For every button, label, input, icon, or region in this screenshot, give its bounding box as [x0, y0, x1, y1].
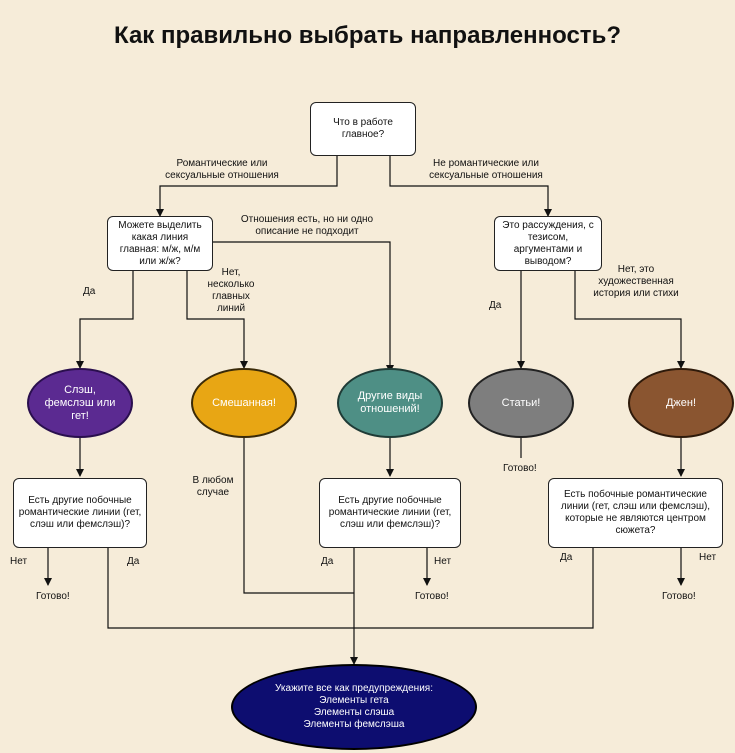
- result-slash-text: Слэш, фемслэш или гет!: [44, 383, 116, 422]
- final-warnings: Укажите все как предупреждения: Элементы…: [231, 664, 477, 750]
- edge-label-yes: Да: [489, 300, 502, 311]
- question-main-line-text: Можете выделить какая линия главная: м/ж…: [118, 219, 202, 267]
- edge-label-no: Нет: [10, 556, 28, 567]
- edge-start-to-essay: [389, 156, 552, 217]
- question-side-lines-2: Есть другие побочные романтические линии…: [319, 478, 461, 548]
- result-articles-text: Статьи!: [501, 396, 541, 409]
- edge-label-any-case: В любом случае: [192, 475, 234, 498]
- start-node: Что в работе главное?: [310, 102, 416, 156]
- start-node-text: Что в работе главное?: [333, 117, 393, 140]
- edge-label-yes: Да: [127, 556, 140, 567]
- page-title: Как правильно выбрать направленность?: [114, 22, 621, 49]
- result-articles: Статьи!: [468, 368, 574, 438]
- edge-mixed-to-final: [243, 438, 354, 594]
- edge-label-yes: Да: [321, 556, 334, 567]
- result-mixed: Смешанная!: [191, 368, 297, 438]
- edge-label-no-several: Нет, несколько главных линий: [207, 267, 255, 314]
- question-side-lines-3-text: Есть побочные романтические линии (гет, …: [560, 489, 711, 536]
- result-gen-text: Джен!: [665, 396, 697, 409]
- edge-essay-to-gen: [574, 271, 685, 369]
- done-label: Готово!: [662, 591, 696, 602]
- question-essay: Это рассуждения, с тезисом, аргументами …: [494, 216, 602, 271]
- edge-label-yes: Да: [560, 552, 573, 563]
- question-side-lines-2-text: Есть другие побочные романтические линии…: [328, 495, 452, 530]
- edge-label-no: Нет: [699, 552, 717, 563]
- edge-label-romantic: Романтические или сексуальные отношения: [165, 158, 279, 181]
- done-label: Готово!: [36, 591, 70, 602]
- question-essay-text: Это рассуждения, с тезисом, аргументами …: [502, 219, 594, 267]
- result-other-text: Другие виды отношений!: [357, 390, 423, 415]
- result-other: Другие виды отношений!: [337, 368, 443, 438]
- final-warnings-title: Укажите все как предупреждения:: [275, 683, 433, 694]
- done-label: Готово!: [415, 591, 449, 602]
- result-mixed-text: Смешанная!: [212, 396, 276, 409]
- edge-line-to-slash: [76, 271, 134, 369]
- edge-side1-yes: [107, 548, 354, 629]
- edge-line-to-mixed: [186, 271, 248, 369]
- result-slash: Слэш, фемслэш или гет!: [27, 368, 133, 438]
- done-label-articles: Готово!: [503, 463, 537, 474]
- edge-label-no-art: Нет, это художественная история или стих…: [593, 264, 679, 299]
- question-side-lines-3: Есть побочные романтические линии (гет, …: [548, 478, 723, 548]
- edge-label-yes: Да: [83, 286, 96, 297]
- final-warnings-item: Элементы гета: [319, 695, 389, 706]
- result-gen: Джен!: [628, 368, 734, 438]
- final-warnings-item: Элементы слэша: [313, 707, 395, 718]
- question-side-lines-1: Есть другие побочные романтические линии…: [13, 478, 147, 548]
- question-side-lines-1-text: Есть другие побочные романтические линии…: [18, 495, 142, 530]
- final-warnings-item: Элементы фемслэша: [303, 719, 405, 730]
- question-main-line: Можете выделить какая линия главная: м/ж…: [107, 216, 213, 271]
- edge-label-other-relations: Отношения есть, но ни одно описание не п…: [240, 214, 374, 237]
- edge-label-no: Нет: [434, 556, 452, 567]
- edge-side3-yes: [354, 548, 594, 629]
- edge-start-to-line: [156, 156, 338, 217]
- edge-label-not-romantic: Не романтические или сексуальные отношен…: [429, 158, 543, 181]
- edge-line-to-other: [213, 241, 394, 373]
